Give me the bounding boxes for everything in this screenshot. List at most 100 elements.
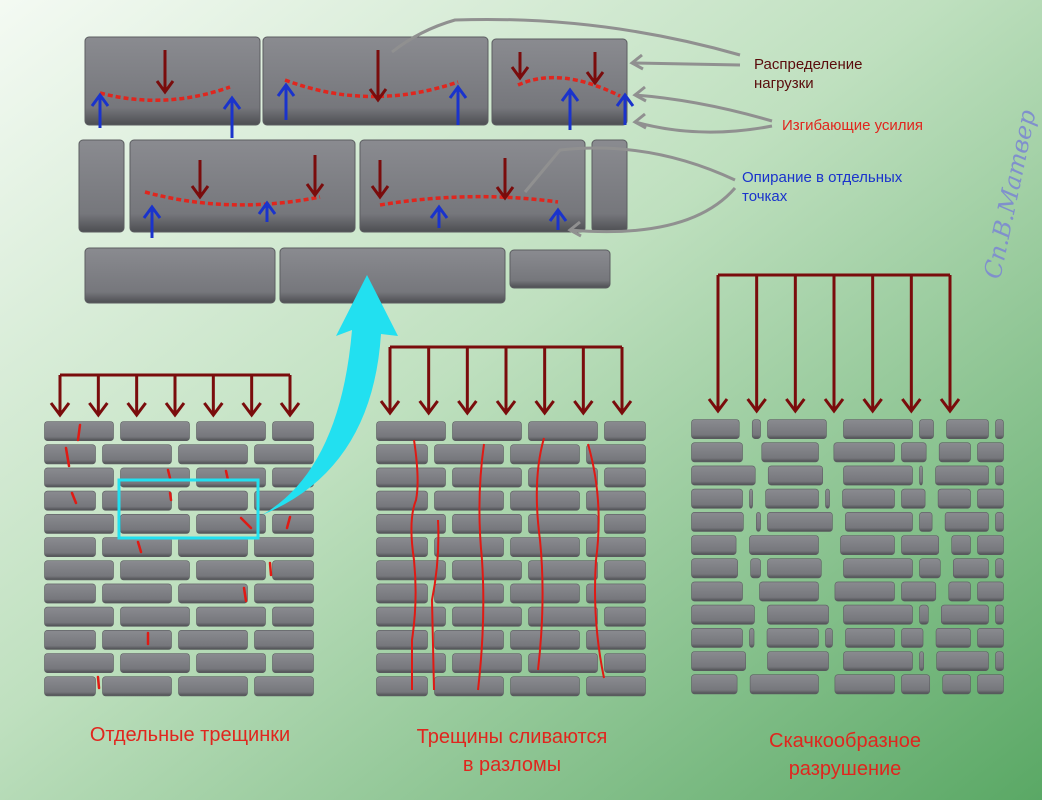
brick bbox=[766, 627, 819, 648]
pointer-line bbox=[391, 17, 741, 57]
brick bbox=[948, 581, 971, 602]
brick bbox=[586, 444, 646, 465]
brick bbox=[765, 488, 819, 509]
caption-sudden-failure: Скачкообразное разрушение bbox=[769, 730, 921, 780]
brick bbox=[767, 465, 823, 486]
brick bbox=[272, 653, 314, 674]
brick bbox=[604, 513, 646, 534]
brick bbox=[376, 583, 428, 604]
brick bbox=[901, 488, 926, 509]
brick bbox=[834, 581, 895, 602]
brick bbox=[845, 511, 913, 532]
detail-load-arrow-head bbox=[190, 185, 210, 200]
detail-support-arrow-head bbox=[429, 204, 449, 219]
brick bbox=[272, 421, 314, 442]
brick bbox=[376, 444, 428, 465]
brick bbox=[952, 558, 989, 579]
detail-load-arrow-head bbox=[305, 183, 325, 198]
brick bbox=[751, 419, 761, 440]
brick bbox=[178, 444, 248, 465]
brick bbox=[977, 535, 1004, 556]
wall-stage2 bbox=[376, 421, 646, 697]
brick bbox=[691, 651, 746, 672]
brick bbox=[510, 583, 580, 604]
wall-stage3 bbox=[691, 419, 1004, 695]
detail-support-arrow-head bbox=[560, 87, 580, 102]
load-arrow-head bbox=[534, 400, 555, 416]
brick bbox=[977, 442, 1004, 463]
brick bbox=[691, 442, 743, 463]
brick bbox=[951, 535, 971, 556]
brick bbox=[434, 537, 504, 558]
brick bbox=[178, 537, 248, 558]
brick bbox=[691, 581, 743, 602]
brick bbox=[434, 444, 504, 465]
brick bbox=[845, 627, 895, 648]
brick bbox=[528, 606, 598, 627]
detail-support-arrow-head bbox=[90, 92, 110, 107]
detail-load-arrow-head bbox=[368, 88, 388, 103]
brick bbox=[254, 537, 314, 558]
brick bbox=[604, 606, 646, 627]
highlight-box bbox=[117, 478, 260, 540]
brick bbox=[120, 560, 190, 581]
brick bbox=[691, 419, 740, 440]
bending-line bbox=[99, 85, 231, 102]
brick bbox=[977, 674, 1004, 695]
brick bbox=[946, 419, 989, 440]
brick bbox=[756, 511, 761, 532]
load-arrows-stage1 bbox=[49, 373, 301, 418]
brick bbox=[691, 488, 743, 509]
brick bbox=[767, 511, 833, 532]
crack-line bbox=[430, 519, 440, 691]
brick bbox=[691, 627, 743, 648]
bending-line bbox=[379, 194, 559, 207]
brick bbox=[510, 490, 580, 511]
brick bbox=[196, 560, 266, 581]
load-arrows-stage3 bbox=[707, 273, 961, 414]
brick bbox=[120, 467, 190, 488]
load-arrow-head bbox=[785, 398, 806, 414]
brick bbox=[759, 581, 819, 602]
brick bbox=[833, 442, 895, 463]
brick bbox=[452, 513, 522, 534]
load-arrow-head bbox=[939, 398, 961, 414]
pointer-arrow-head bbox=[632, 85, 647, 103]
brick bbox=[376, 560, 446, 581]
brick bbox=[528, 653, 598, 674]
brick bbox=[761, 442, 819, 463]
brick bbox=[919, 511, 933, 532]
brick bbox=[44, 676, 96, 697]
brick bbox=[44, 444, 96, 465]
crack bbox=[76, 423, 82, 442]
brick bbox=[434, 583, 504, 604]
pointer-lines bbox=[391, 17, 773, 238]
crack bbox=[285, 515, 292, 530]
detail-support-arrow-head bbox=[548, 207, 568, 222]
pointer-line bbox=[631, 61, 741, 67]
load-arrow-head bbox=[203, 402, 224, 418]
load-arrow-head bbox=[49, 402, 71, 418]
detail-support-arrow-head bbox=[222, 95, 242, 110]
brick bbox=[604, 560, 646, 581]
bending-line bbox=[284, 78, 459, 99]
detail-support-arrow-head bbox=[615, 92, 635, 107]
crack bbox=[268, 561, 273, 577]
brick bbox=[376, 490, 428, 511]
crack bbox=[239, 516, 253, 530]
brick bbox=[586, 490, 646, 511]
brick bbox=[767, 651, 829, 672]
detail-brick bbox=[262, 36, 489, 126]
brick bbox=[995, 465, 1004, 486]
pointer-line bbox=[569, 187, 737, 234]
detail-brick bbox=[591, 139, 628, 233]
brick bbox=[604, 467, 646, 488]
brick bbox=[995, 604, 1004, 625]
detail-support-arrow-head bbox=[142, 204, 162, 219]
brick bbox=[44, 513, 114, 534]
brick-walls bbox=[44, 419, 1004, 697]
brick bbox=[919, 604, 929, 625]
brick bbox=[995, 511, 1004, 532]
brick bbox=[452, 467, 522, 488]
